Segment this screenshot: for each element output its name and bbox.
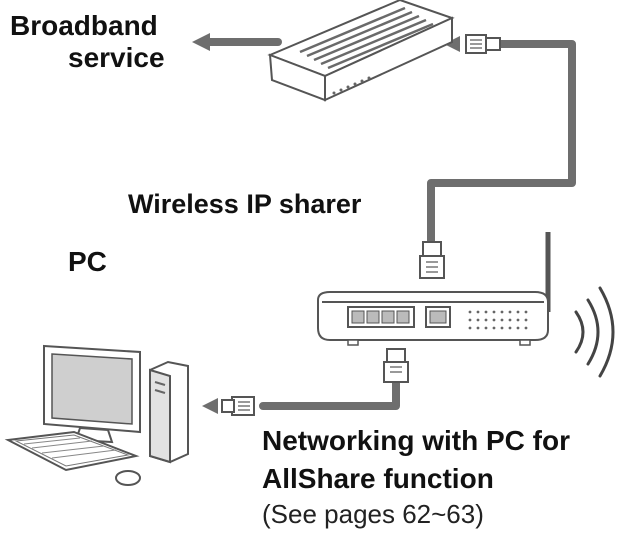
see-pages-note: (See pages 62~63) bbox=[262, 499, 484, 529]
broadband-label-line2: service bbox=[68, 42, 165, 73]
rj45-plug-sharer-bottom bbox=[383, 348, 409, 383]
rj45-plug-modem bbox=[465, 34, 501, 54]
pc-tower bbox=[149, 360, 189, 464]
modem-device bbox=[267, 0, 455, 102]
wireless-ip-sharer-label: Wireless IP sharer bbox=[128, 189, 362, 219]
rj45-plug-sharer-top bbox=[419, 241, 445, 279]
pc-monitor bbox=[43, 344, 141, 444]
pc-input-arrow bbox=[202, 398, 218, 414]
broadband-cable bbox=[192, 33, 282, 51]
broadband-arrow bbox=[192, 33, 210, 51]
modem-vents bbox=[299, 6, 434, 70]
pc-keyboard bbox=[4, 430, 140, 472]
networking-label-line2: AllShare function bbox=[262, 463, 494, 494]
sharer-to-pc-cable bbox=[202, 348, 409, 416]
pc-mouse bbox=[115, 470, 141, 486]
wireless-router bbox=[317, 232, 551, 346]
router-indicator-dots bbox=[468, 310, 528, 330]
networking-label-line1: Networking with PC for bbox=[262, 425, 570, 456]
pc-label: PC bbox=[68, 246, 107, 277]
rj45-plug-pc bbox=[221, 396, 255, 416]
pc-device bbox=[4, 344, 189, 486]
wifi-waves-icon bbox=[574, 286, 615, 378]
broadband-label-line1: Broadband bbox=[10, 10, 158, 41]
modem-status-lights bbox=[332, 76, 371, 95]
modem-to-sharer-cable bbox=[419, 34, 576, 279]
modem-input-arrow bbox=[444, 36, 460, 52]
